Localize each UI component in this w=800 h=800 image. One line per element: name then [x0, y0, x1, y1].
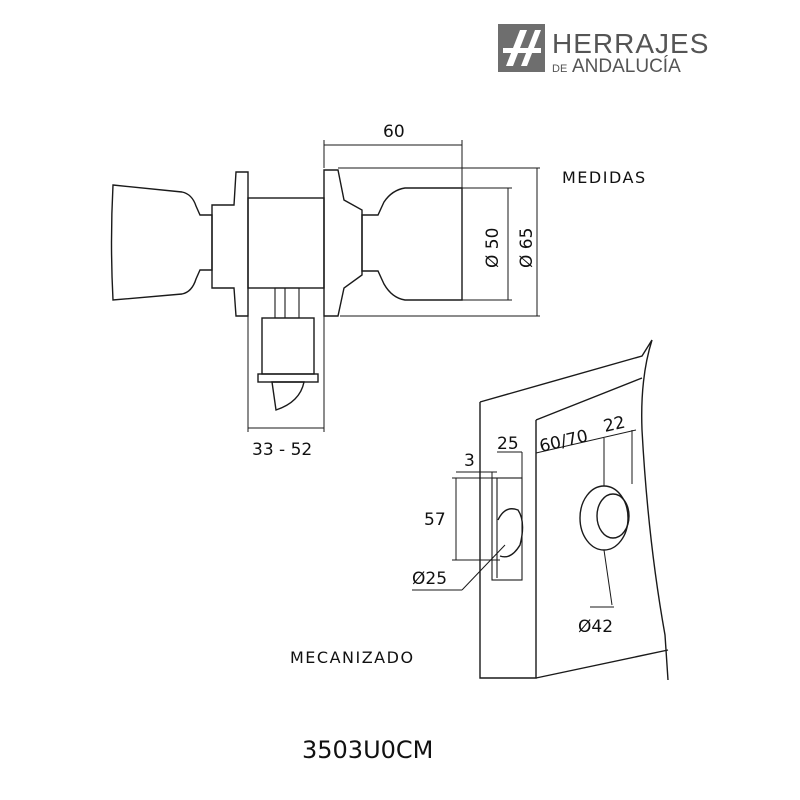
dimension-diameter-large: Ø 65	[517, 228, 537, 268]
dimension-backset: 60/70 22	[535, 413, 637, 486]
dimension-face-offset: 3	[456, 451, 497, 478]
brand-logo: HERRAJES DE ANDALUCÍA	[498, 24, 709, 77]
dimension-width-label: 60	[383, 122, 405, 142]
dimension-door-thickness-label: 33 - 52	[252, 440, 312, 460]
dimension-width: 60	[323, 122, 463, 188]
dimension-diameters: Ø 50 Ø 65	[338, 167, 540, 317]
dimension-door-thickness: 33 - 52	[247, 316, 325, 460]
dimension-edge-depth: 25	[497, 434, 523, 478]
door-machining-drawing	[479, 339, 669, 681]
dimension-edge-depth-label: 25	[497, 434, 519, 454]
dimension-offset-22-label: 22	[602, 413, 628, 437]
product-code: 3503U0CM	[302, 736, 433, 764]
dimension-hole-edge: Ø25	[412, 544, 506, 591]
brand-sub-prefix: DE	[552, 63, 567, 75]
section-title-mecanizado: MECANIZADO	[290, 648, 415, 667]
dimension-hole-face-label: Ø42	[578, 617, 613, 637]
brand-sub-name: ANDALUCÍA	[572, 56, 681, 77]
dimension-face-offset-label: 3	[464, 451, 475, 471]
dimension-height: 57	[424, 477, 500, 561]
knob-set-drawing	[110, 169, 463, 411]
dimension-diameter-small: Ø 50	[483, 228, 503, 268]
section-title-medidas: MEDIDAS	[562, 168, 647, 187]
dimension-hole-face: Ø42	[578, 549, 614, 637]
dimension-height-label: 57	[424, 510, 446, 530]
brand-name: HERRAJES	[552, 28, 709, 59]
brand-mark-icon	[498, 24, 545, 72]
dimension-hole-edge-label: Ø25	[412, 569, 447, 589]
dimension-backset-label: 60/70	[538, 426, 590, 457]
